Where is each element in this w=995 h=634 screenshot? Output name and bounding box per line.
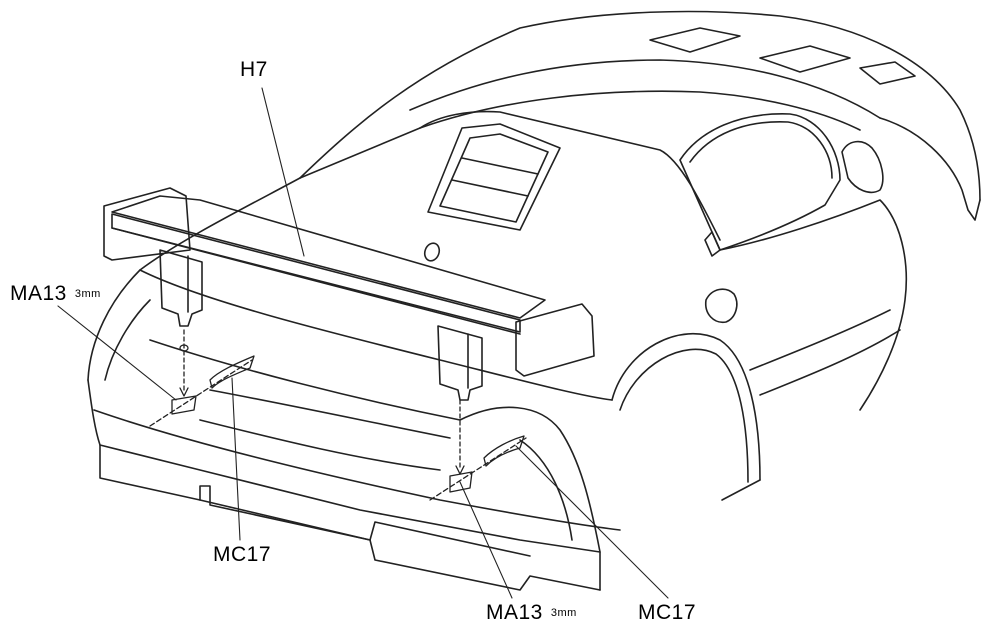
wing-top: [111, 195, 546, 319]
label-ma13-left-text: MA13: [10, 282, 67, 305]
right-sill-lower: [759, 329, 901, 396]
rear-wheel-arch-inner: [619, 348, 749, 483]
label-ma13-bottom-size: 3mm: [550, 607, 577, 619]
leader-mc17-right: [515, 445, 669, 599]
cap-nut-mc17-right: [483, 435, 525, 467]
roof-scoop-3: [859, 61, 916, 85]
wing-endplate-right: [515, 303, 595, 377]
rear-wheel-arch: [611, 332, 761, 481]
rear-arch-lower: [721, 479, 761, 501]
side-mirror: [841, 140, 884, 194]
left-rear-quarter: [87, 177, 301, 381]
label-mc17-left-text: MC17: [213, 543, 272, 566]
rear-diffuser-3: [369, 521, 531, 557]
leader-mc17-left: [231, 377, 241, 541]
wing-blade: [111, 213, 521, 333]
cap-nut-mc17-left: [209, 355, 255, 389]
mount-hole-right: [449, 471, 473, 493]
leader-ma13-bottom: [459, 481, 513, 599]
rear-window-frame: [419, 110, 721, 241]
roof-ridge-2: [419, 90, 861, 131]
roof-ridge: [409, 59, 881, 119]
wing-endplate-left: [103, 187, 191, 261]
engine-vent-slat-1: [451, 179, 529, 197]
roof-outline: [299, 10, 981, 201]
rear-panel-line: [199, 419, 441, 471]
rear-deck-edge-2: [149, 339, 461, 421]
rear-panel-recess: [209, 389, 451, 439]
label-mc17-right-text: MC17: [638, 601, 697, 624]
right-sill: [749, 309, 891, 371]
roof-scoop-2: [759, 45, 851, 73]
leader-h7: [261, 87, 305, 257]
leader-lines: [57, 87, 669, 599]
wing-blade-lower: [111, 227, 521, 335]
right-rear-fender: [879, 117, 981, 221]
rear-panel-top: [93, 409, 621, 531]
mounting-hardware-left: [149, 329, 255, 427]
roof-scoop-1: [649, 27, 741, 53]
wing-stay-left: [159, 249, 203, 327]
label-mc17-left: MC17: [213, 543, 271, 567]
fuel-cap: [423, 242, 441, 262]
engine-vent-slat-2: [461, 157, 539, 175]
engine-vent-inner: [439, 133, 549, 223]
cap-nut-axis-left: [149, 359, 253, 427]
right-side-body: [719, 199, 908, 411]
label-ma13-bottom-text: MA13: [486, 601, 543, 624]
rear-window-inner: [299, 127, 421, 179]
rear-wing-h7: [103, 187, 595, 401]
mounting-hardware-right: [429, 399, 527, 501]
car-body: [87, 10, 981, 591]
rear-diffuser: [99, 444, 601, 591]
side-intake: [704, 288, 738, 324]
label-ma13-left-size: 3mm: [74, 288, 101, 300]
side-window-inner: [689, 121, 833, 179]
label-h7: H7: [240, 58, 268, 82]
engine-vent-outer: [427, 123, 561, 231]
label-mc17-right: MC17: [638, 601, 696, 625]
rear-diffuser-2: [199, 499, 371, 541]
rear-deck-edge: [139, 269, 613, 401]
side-window: [679, 113, 841, 251]
right-rear-corner: [459, 406, 601, 591]
label-ma13-left: MA13 3mm: [10, 282, 101, 306]
mount-hole-left: [171, 395, 197, 415]
leader-ma13-left: [57, 305, 177, 401]
screw-arrow-left: [179, 387, 189, 397]
label-h7-text: H7: [240, 58, 268, 81]
cap-nut-axis-right: [429, 437, 527, 501]
left-quarter-crease: [104, 299, 151, 381]
right-rear-corner-2: [519, 439, 573, 541]
wing-stay-right: [437, 325, 483, 401]
label-ma13-bottom: MA13 3mm: [486, 601, 577, 625]
rear-panel: [87, 379, 601, 553]
